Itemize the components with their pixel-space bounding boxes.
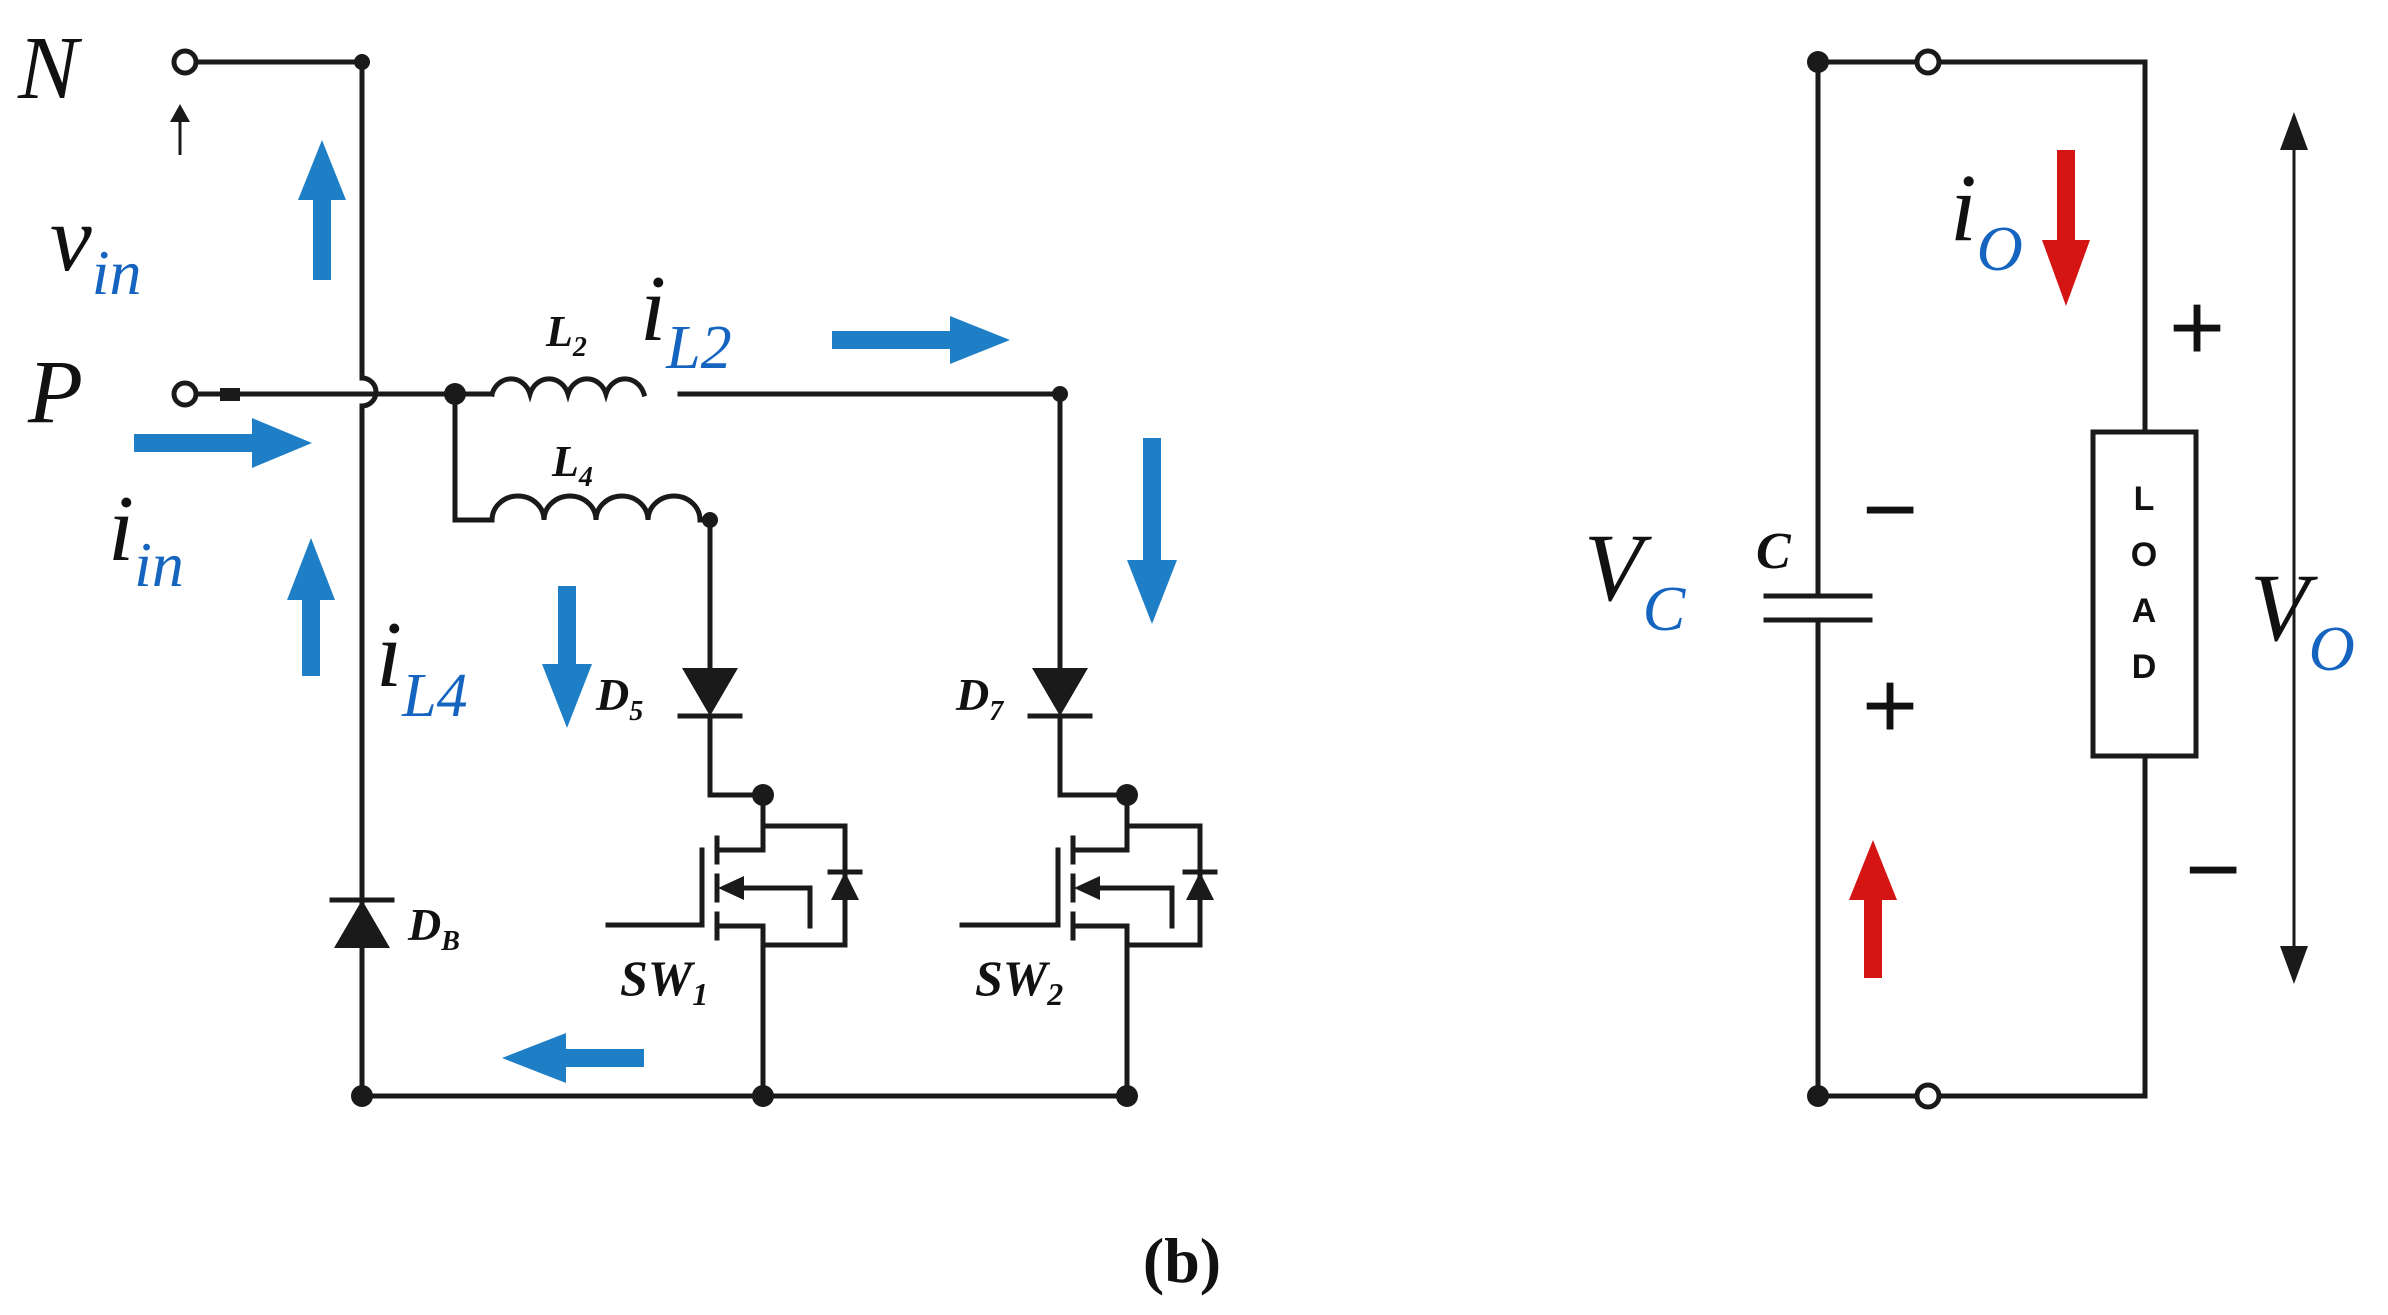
load-letter-2: O [2131,536,2157,574]
label-io: iO [1950,154,2023,284]
label-p: P [27,343,83,442]
blue-current-arrows [134,140,1177,1083]
right-junctions [1807,48,1942,1110]
diode-db [329,897,395,948]
load-resistor: L O A D [2090,429,2199,759]
figure-caption: (b) [1143,1225,1221,1296]
label-sw1: SW1 [620,950,708,1012]
label-il4: iL4 [376,603,468,730]
terminal-n [171,48,199,76]
vin-arrow [170,104,190,155]
label-db: DB [407,899,460,957]
inductor-l2 [488,376,648,403]
right-circuit-wires [1815,59,2148,1099]
cap-plus: + [1862,652,1918,759]
label-iin: iin [108,477,184,600]
load-letter-4: D [2132,648,2157,686]
label-d5: D5 [595,669,643,727]
load-plus: + [2169,274,2225,381]
cap-minus: − [1862,456,1918,563]
label-il2: iL2 [640,257,732,382]
label-l2: L2 [545,307,587,363]
arrow-right-il2 [832,316,1010,364]
arrow-up-cap [1849,840,1897,978]
diode-d7 [1027,668,1093,719]
label-l4: L4 [551,437,593,493]
mosfet-sw1 [605,792,863,948]
red-current-arrows [1849,150,2090,978]
diode-d5 [677,668,743,719]
load-minus: − [2185,816,2241,923]
left-junctions [220,54,1138,1107]
mosfet-sw2 [959,792,1218,948]
terminal-p [171,380,199,408]
arrow-down-il4 [542,586,592,728]
capacitor-c [1763,593,1873,623]
label-vc: VC [1584,514,1687,644]
arrow-down-io [2042,150,2090,306]
arrow-right-iin [134,418,312,468]
arrow-up-mid [287,538,335,676]
inductor-l4 [489,493,703,523]
load-letter-1: L [2134,480,2155,518]
vo-double-arrow [2280,112,2308,984]
terminal-out-top [1914,48,1942,76]
label-vin: vin [50,187,142,308]
arrow-down-right [1127,438,1177,624]
left-labels: N P vin iin iL2 iL4 L2 L4 D5 D7 DB SW1 [17,19,1063,1012]
label-vo: VO [2250,554,2355,684]
label-c: C [1756,523,1792,580]
arrow-left-bottom [502,1033,644,1083]
label-d7: D7 [955,669,1004,727]
arrow-up-top [298,140,346,280]
label-sw2: SW2 [975,950,1063,1012]
terminal-out-bottom [1914,1082,1942,1110]
right-labels: iO VC VO C − + + − [1584,154,2355,923]
load-letter-3: A [2132,592,2157,630]
label-n: N [17,19,83,118]
